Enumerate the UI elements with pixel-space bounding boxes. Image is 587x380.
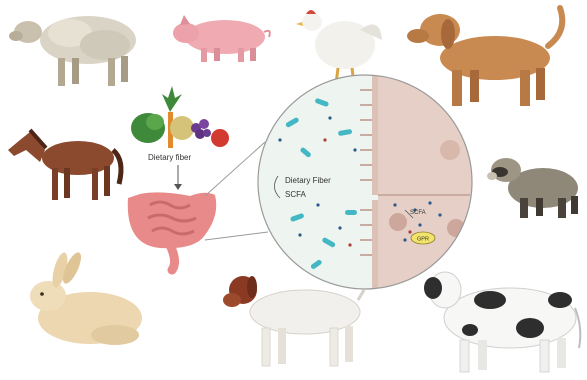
pig-illustration [173,15,270,62]
receptor-label: GPR [417,237,429,243]
zoom-line-bottom [205,232,268,240]
chicken-illustration [296,10,382,84]
goat-illustration [223,276,364,366]
dietary-fiber-foods: Dietary fiber [131,86,229,190]
tomato-icon [211,129,229,147]
epithelium-layer [378,75,478,290]
zoom-scfa-label: SCFA [285,190,307,199]
intestine-illustration [128,192,216,270]
cow-illustration [424,272,580,372]
epithelial-cell [389,213,407,231]
receptor-scfa-label: SCFA [410,210,426,216]
gut-magnified-view: GPR SCFA Dietary Fiber SCFA [258,75,478,290]
zoom-dietary-fiber-label: Dietary Fiber [285,176,331,185]
dietary-fiber-label: Dietary fiber [148,153,191,162]
sheep-illustration [9,16,136,86]
grain-icon [170,116,194,140]
rabbit-illustration [30,250,142,345]
horse-illustration [8,130,121,200]
raccoon-dog-illustration [487,158,578,218]
dog-illustration [407,8,562,106]
zoom-line-top [205,142,265,196]
